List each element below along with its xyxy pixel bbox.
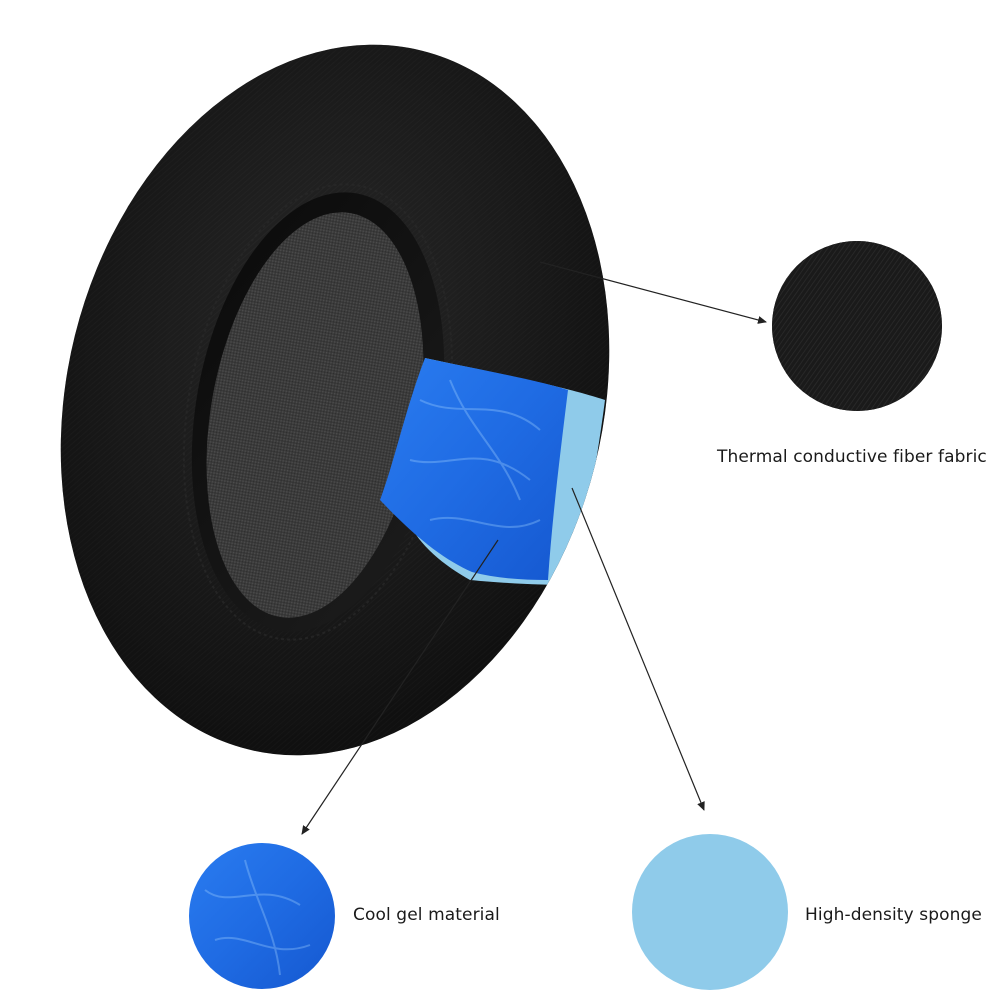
fabric-label: Thermal conductive fiber fabric xyxy=(717,447,987,467)
fabric-swatch xyxy=(772,241,942,411)
sponge-swatch xyxy=(632,834,788,990)
gel-label: Cool gel material xyxy=(353,905,500,925)
callout-arrows xyxy=(301,261,767,835)
gel-arrow xyxy=(301,539,499,835)
sponge-arrow xyxy=(571,487,705,811)
sponge-label: High-density sponge xyxy=(805,905,982,925)
gel-swatch xyxy=(189,843,335,989)
cutaway-layers xyxy=(380,358,605,585)
center-mesh-fabric xyxy=(206,212,424,618)
fabric-arrow xyxy=(539,261,767,324)
gel-layer xyxy=(380,358,568,580)
